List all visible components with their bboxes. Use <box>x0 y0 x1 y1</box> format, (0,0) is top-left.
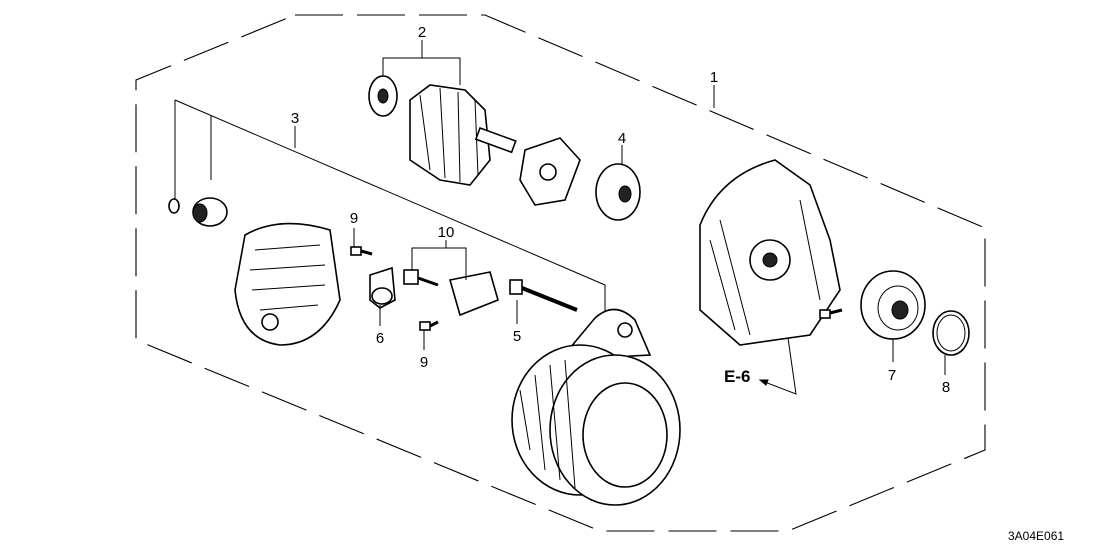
drive-end-housing-part <box>699 159 841 346</box>
callout-3: 3 <box>291 110 299 127</box>
callout-10: 10 <box>438 224 455 241</box>
stator-housing-part <box>511 308 681 506</box>
subassembly-3-line <box>174 99 606 318</box>
callout-9: 9 <box>420 354 428 371</box>
rotor-part <box>368 75 517 186</box>
callout-7: 7 <box>888 367 896 384</box>
screw-part <box>350 246 373 256</box>
terminal-insulator-part <box>369 266 396 309</box>
callout-5: 5 <box>513 328 521 345</box>
assembly-boundary <box>135 14 986 532</box>
through-bolt-part <box>509 279 578 312</box>
callout-2: 2 <box>418 24 426 41</box>
callout-6: 6 <box>376 330 384 347</box>
leader-lines <box>294 40 946 395</box>
screw-part <box>419 320 439 331</box>
rear-cover-part <box>234 222 341 346</box>
drawing-code: 3A04E061 <box>1008 529 1064 543</box>
spacer-part <box>595 163 641 221</box>
regulator-part <box>403 269 499 317</box>
bearing-part <box>192 197 228 227</box>
callout-9: 9 <box>350 210 358 227</box>
pulley-part <box>860 270 926 340</box>
washer-part <box>168 198 180 214</box>
reference-link[interactable]: E-6 <box>724 367 750 386</box>
pulley-cap-part <box>932 310 970 356</box>
screw-part <box>819 308 843 319</box>
callout-4: 4 <box>618 130 626 147</box>
callout-8: 8 <box>942 379 950 396</box>
callout-1: 1 <box>710 69 718 86</box>
